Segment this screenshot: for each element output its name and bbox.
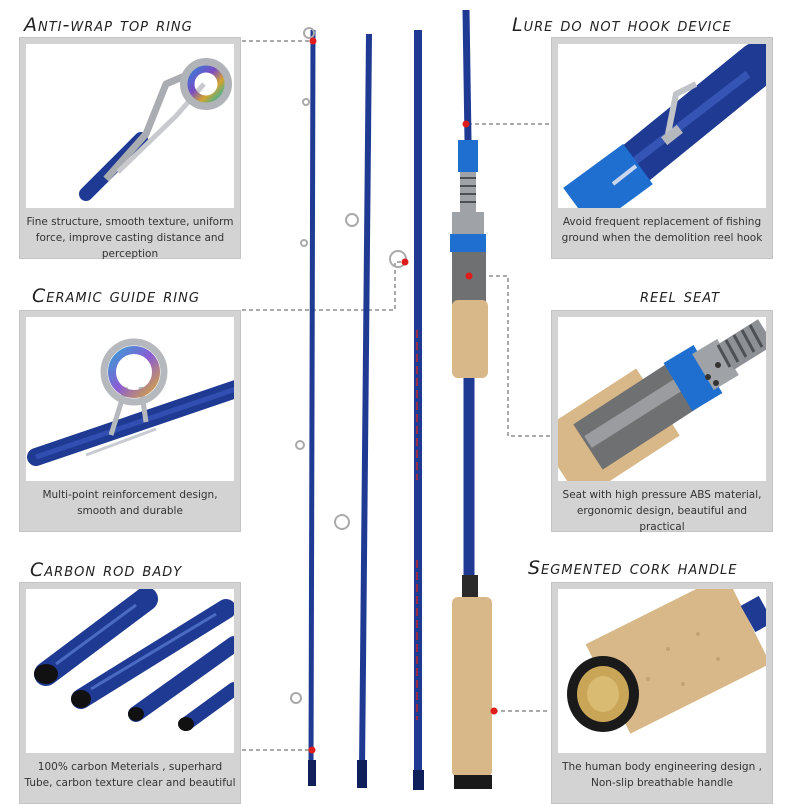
marker-top-ring: [309, 37, 317, 45]
watermark: theHat: [672, 734, 710, 747]
connector-reel-seat: [468, 275, 550, 437]
cork-handle-photo: [558, 589, 766, 753]
callout-markers: [308, 37, 498, 754]
anti-wrap-panel: Fine structure, smooth texture, uniform …: [19, 37, 241, 260]
reel-seat-panel: Seat with high pressure ABS material, er…: [551, 310, 773, 533]
connector-lines: [242, 40, 550, 751]
anti-wrap-title: Anti-wrap top ring: [24, 14, 193, 36]
marker-cork: [490, 707, 498, 715]
rod-section-3: [389, 30, 424, 790]
cork-handle-panel: The human body engineering design , Non-…: [551, 582, 773, 804]
rod-section-4: [450, 9, 492, 789]
reel-seat-photo: [558, 317, 766, 481]
guide-ring-photo: [26, 317, 234, 481]
lure-hook-title: Lure do not hook device: [512, 14, 732, 36]
anti-wrap-caption: Fine structure, smooth texture, uniform …: [26, 216, 234, 260]
top-ring-photo: [26, 44, 234, 208]
reel-seat-title: reel seat: [640, 285, 721, 307]
ceramic-guide-caption: Multi-point reinforcement design, smooth…: [42, 489, 218, 517]
rod-section-1: [290, 27, 316, 786]
marker-guide-ring: [401, 258, 409, 266]
ceramic-guide-panel: Multi-point reinforcement design, smooth…: [19, 310, 241, 532]
lure-hook-panel: Avoid frequent replacement of fishing gr…: [551, 37, 773, 259]
hook-keeper-photo: [558, 44, 766, 208]
connector-guide-ring: [242, 261, 405, 311]
marker-carbon: [308, 746, 316, 754]
marker-hook-keeper: [462, 120, 470, 128]
cork-handle-caption: The human body engineering design , Non-…: [562, 761, 762, 789]
carbon-rod-panel: 100% carbon Meterials , superhard Tube, …: [19, 582, 241, 804]
rod-section-2: [334, 33, 372, 788]
carbon-rod-title: Carbon rod bady: [30, 559, 183, 581]
carbon-rod-caption: 100% carbon Meterials , superhard Tube, …: [24, 761, 236, 789]
carbon-sections-photo: [26, 589, 234, 753]
lure-hook-caption: Avoid frequent replacement of fishing gr…: [561, 216, 763, 244]
marker-reel-seat: [465, 272, 473, 280]
ceramic-guide-title: Ceramic guide ring: [32, 285, 200, 307]
cork-handle-title: Segmented cork handle: [528, 557, 738, 579]
reel-seat-caption: Seat with high pressure ABS material, er…: [562, 489, 762, 533]
